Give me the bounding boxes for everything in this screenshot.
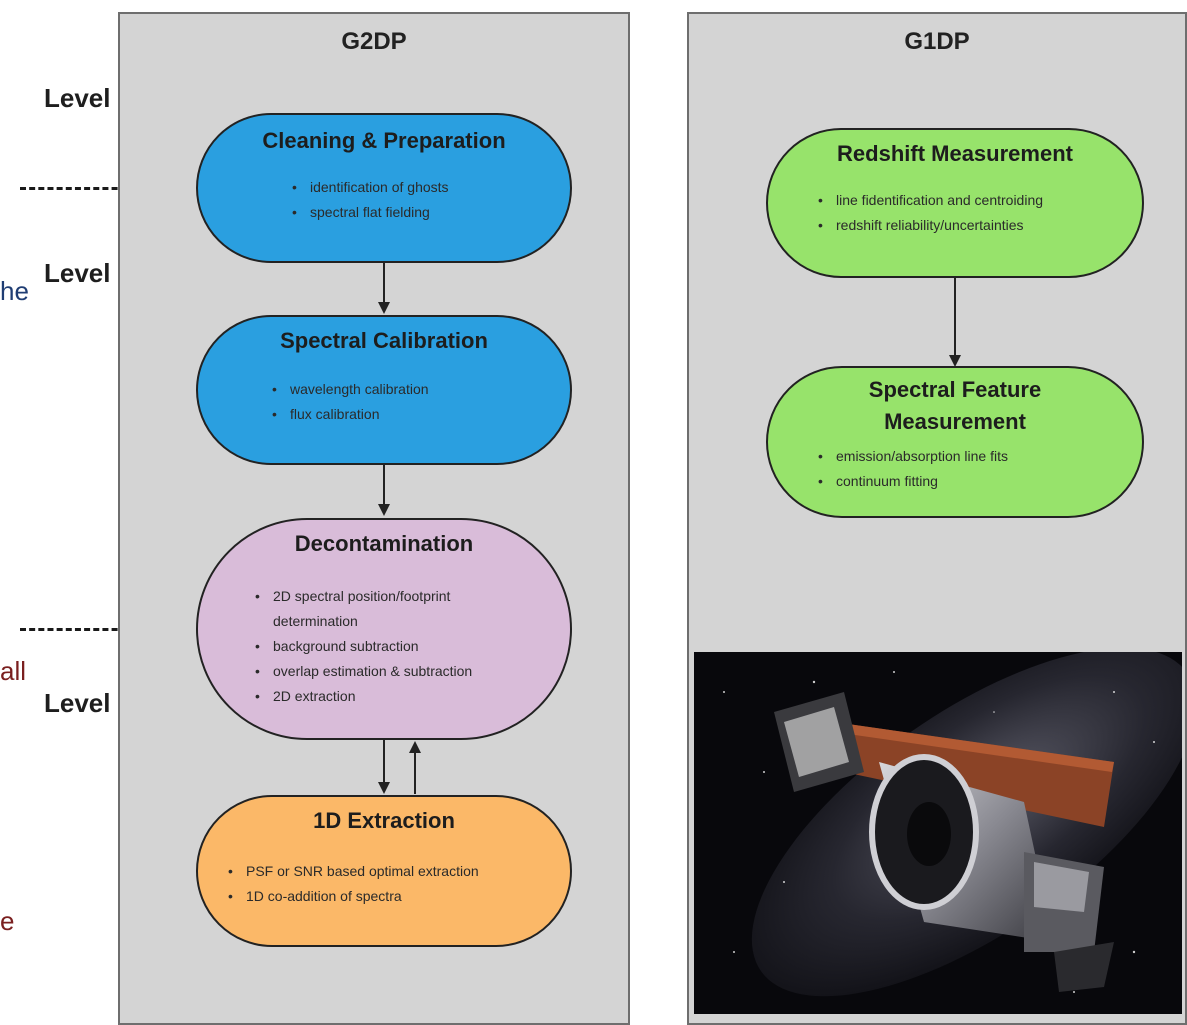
cropped-text-fragment: he bbox=[0, 276, 29, 306]
node-bullets: 2D spectral position/footprint determina… bbox=[253, 584, 553, 709]
bullet-item: line fidentification and centroiding bbox=[816, 188, 1136, 213]
space-telescope-image bbox=[694, 652, 1182, 1014]
bullet-item: redshift reliability/uncertainties bbox=[816, 213, 1136, 238]
node-bullets: PSF or SNR based optimal extraction 1D c… bbox=[226, 859, 566, 909]
bullet-item: background subtraction bbox=[253, 634, 553, 659]
bullet-item: continuum fitting bbox=[816, 469, 1136, 494]
panel-title: G2DP bbox=[341, 28, 407, 55]
level-2-label: Level 2 bbox=[44, 83, 133, 113]
flow-arrow bbox=[383, 263, 385, 305]
node-title: Spectral Feature bbox=[868, 377, 1042, 402]
node-title: Spectral Calibration bbox=[280, 328, 488, 353]
decontamination-node: Decontamination 2D spectral position/foo… bbox=[196, 518, 572, 740]
bullet-item: overlap estimation & subtraction bbox=[253, 659, 553, 684]
bullet-item: identification of ghosts bbox=[290, 175, 449, 200]
node-bullets: emission/absorption line fits continuum … bbox=[816, 444, 1136, 494]
arrowhead-icon bbox=[949, 355, 961, 367]
flow-arrow bbox=[414, 752, 416, 794]
1d-extraction-node: 1D Extraction PSF or SNR based optimal e… bbox=[196, 795, 572, 947]
bullet-item: spectral flat fielding bbox=[290, 200, 449, 225]
bullet-item: 2D spectral position/footprint determina… bbox=[253, 584, 503, 634]
flow-arrow bbox=[383, 465, 385, 507]
arrowhead-icon bbox=[378, 302, 390, 314]
flow-arrow bbox=[383, 740, 385, 785]
bullet-item: 1D co-addition of spectra bbox=[226, 884, 566, 909]
bullet-item: emission/absorption line fits bbox=[816, 444, 1136, 469]
spectral-calibration-node: Spectral Calibration wavelength calibrat… bbox=[196, 315, 572, 465]
spectral-feature-measurement-node: Spectral Feature Measurement emission/ab… bbox=[766, 366, 1144, 518]
level-divider-line bbox=[20, 187, 200, 190]
node-bullets: line fidentification and centroiding red… bbox=[816, 188, 1136, 238]
arrowhead-icon bbox=[378, 782, 390, 794]
redshift-measurement-node: Redshift Measurement line fidentificatio… bbox=[766, 128, 1144, 278]
arrowhead-icon bbox=[378, 504, 390, 516]
node-title: Measurement bbox=[884, 409, 1026, 434]
flow-arrow bbox=[954, 278, 956, 358]
cropped-text-fragment: e bbox=[0, 906, 15, 936]
node-title: 1D Extraction bbox=[313, 808, 455, 833]
bullet-item: 2D extraction bbox=[253, 684, 553, 709]
arrowhead-icon bbox=[409, 741, 421, 753]
bullet-item: flux calibration bbox=[270, 402, 429, 427]
bullet-item: PSF or SNR based optimal extraction bbox=[226, 859, 566, 884]
panel-title: G1DP bbox=[904, 28, 970, 55]
level-3-label: Level 3 bbox=[44, 258, 133, 288]
cleaning-preparation-node: Cleaning & Preparation identification of… bbox=[196, 113, 572, 263]
cropped-text-fragment: all bbox=[0, 656, 27, 686]
level-divider-line bbox=[20, 628, 200, 631]
node-bullets: identification of ghosts spectral flat f… bbox=[290, 175, 449, 225]
node-title: Decontamination bbox=[294, 531, 474, 556]
node-bullets: wavelength calibration flux calibration bbox=[270, 377, 429, 427]
node-title: Redshift Measurement bbox=[837, 141, 1073, 166]
bullet-item: wavelength calibration bbox=[270, 377, 429, 402]
level-4-label: Level 4 bbox=[44, 688, 133, 718]
node-title: Cleaning & Preparation bbox=[262, 128, 506, 153]
